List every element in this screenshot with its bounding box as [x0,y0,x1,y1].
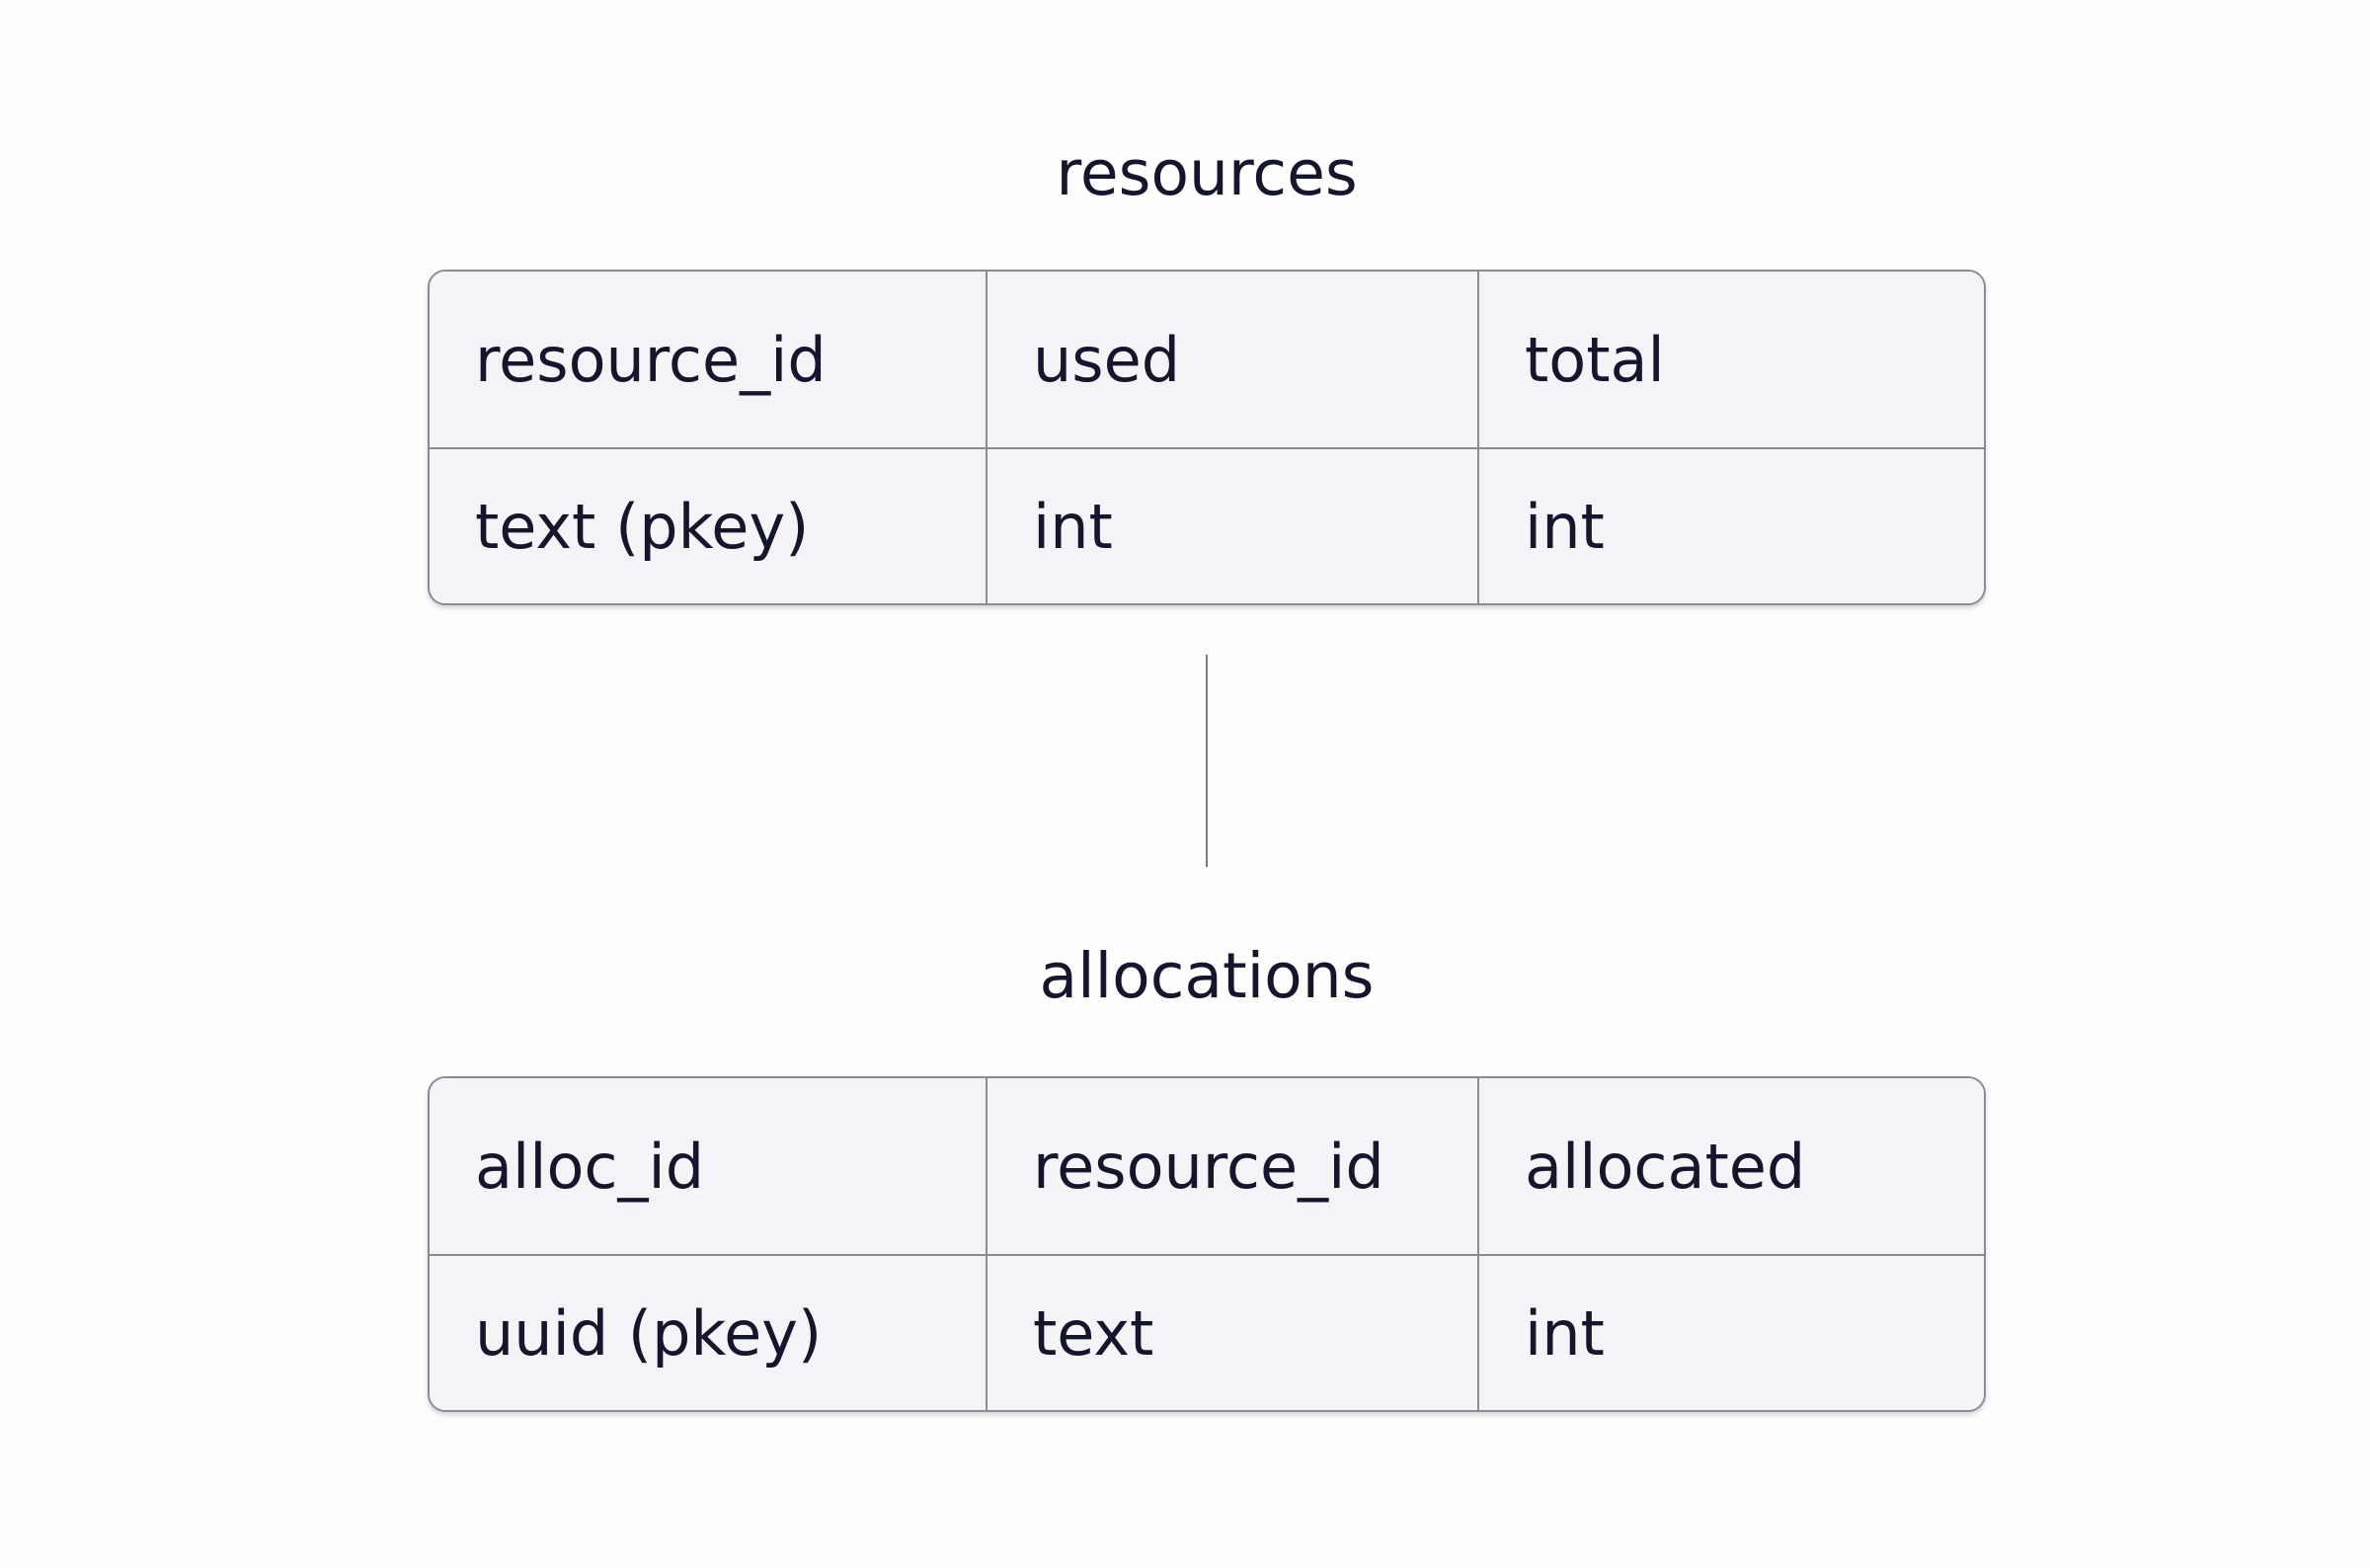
column-name-cell: resource_id [988,1078,1479,1256]
column-name-cell: allocated [1479,1078,1984,1256]
column-name-cell: total [1479,272,1984,449]
table-title-resources: resources [1056,137,1358,209]
column-name-cell: alloc_id [430,1078,988,1256]
column-name-cell: used [988,272,1479,449]
column-type-cell: uuid (pkey) [430,1256,988,1410]
column-name-cell: resource_id [430,272,988,449]
column-type-cell: int [988,449,1479,603]
relationship-connector-line [1206,655,1208,867]
column-type-cell: text (pkey) [430,449,988,603]
schema-table-allocations: alloc_id resource_id allocated uuid (pke… [428,1076,1986,1412]
column-type-cell: int [1479,449,1984,603]
column-type-cell: int [1479,1256,1984,1410]
schema-table-resources: resource_id used total text (pkey) int i… [428,270,1986,605]
column-type-cell: text [988,1256,1479,1410]
table-title-allocations: allocations [1039,940,1375,1012]
